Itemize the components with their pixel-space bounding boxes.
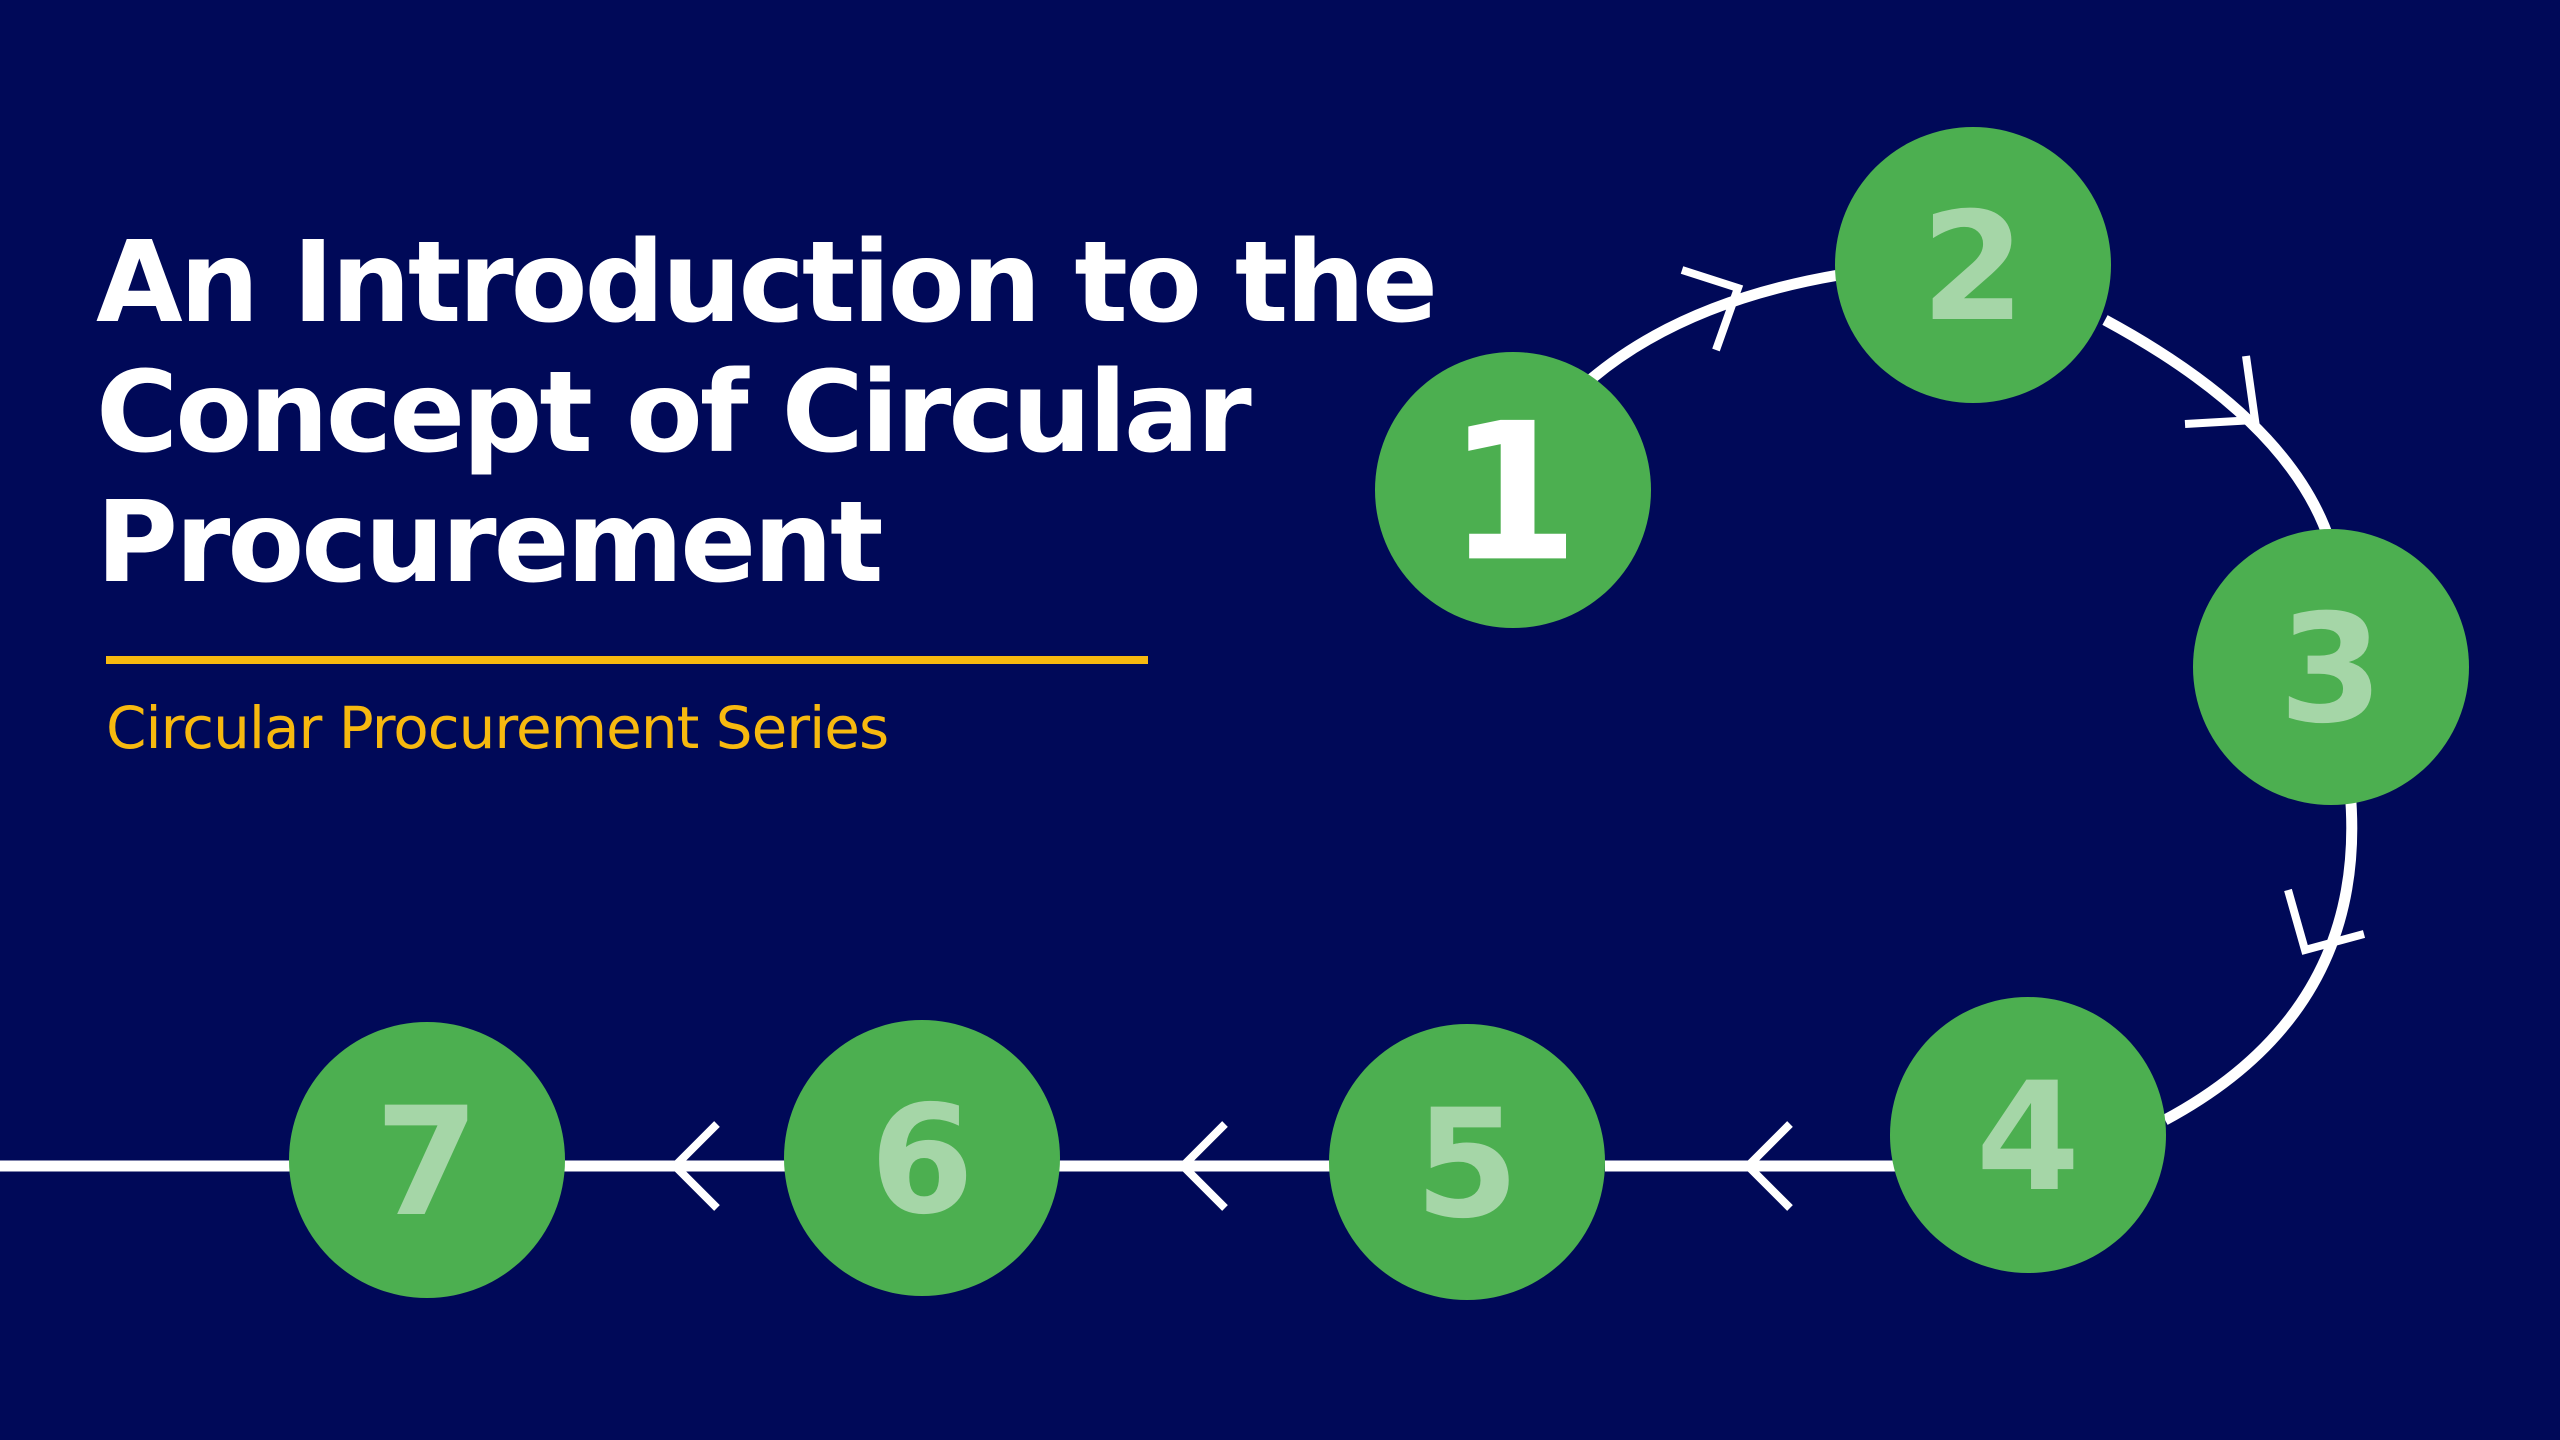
step-circle: [784, 1020, 1060, 1296]
slide-title: An Introduction to the Concept of Circul…: [96, 218, 1438, 608]
title-line-1: An Introduction to the: [96, 218, 1438, 348]
arrowhead-icon: [2284, 888, 2366, 955]
step-number: 3: [2279, 583, 2383, 757]
step-node-6: 6: [784, 1020, 1060, 1296]
arrowheads: [669, 266, 2366, 1211]
step-circle: [1329, 1024, 1605, 1300]
arrowhead-icon: [1177, 1121, 1228, 1211]
step-circle: [1890, 997, 2166, 1273]
arrowhead-icon: [2184, 355, 2260, 428]
step-number: 6: [870, 1074, 974, 1248]
step-number: 2: [1921, 181, 2025, 355]
step-node-7: 7: [289, 1022, 565, 1298]
step-number: 1: [1447, 382, 1579, 603]
series-subtitle: Circular Procurement Series: [106, 694, 889, 762]
step-node-4: 4: [1890, 997, 2166, 1273]
step-number: 5: [1415, 1078, 1519, 1252]
title-line-3: Procurement: [96, 478, 884, 608]
step-circle: [2193, 529, 2469, 805]
step-node-1: 1: [1375, 352, 1651, 628]
step-circle: [289, 1022, 565, 1298]
step-node-5: 5: [1329, 1024, 1605, 1300]
arrowhead-icon: [669, 1121, 720, 1211]
arrowhead-icon: [1680, 266, 1744, 352]
step-number: 7: [375, 1076, 479, 1250]
title-divider: [106, 656, 1148, 664]
step-number: 4: [1976, 1051, 2080, 1225]
step-node-3: 3: [2193, 529, 2469, 805]
step-node-2: 2: [1835, 127, 2111, 403]
arrowhead-icon: [1742, 1121, 1793, 1211]
step-circle: [1835, 127, 2111, 403]
title-line-2: Concept of Circular: [96, 348, 1252, 478]
step-circle: [1375, 352, 1651, 628]
